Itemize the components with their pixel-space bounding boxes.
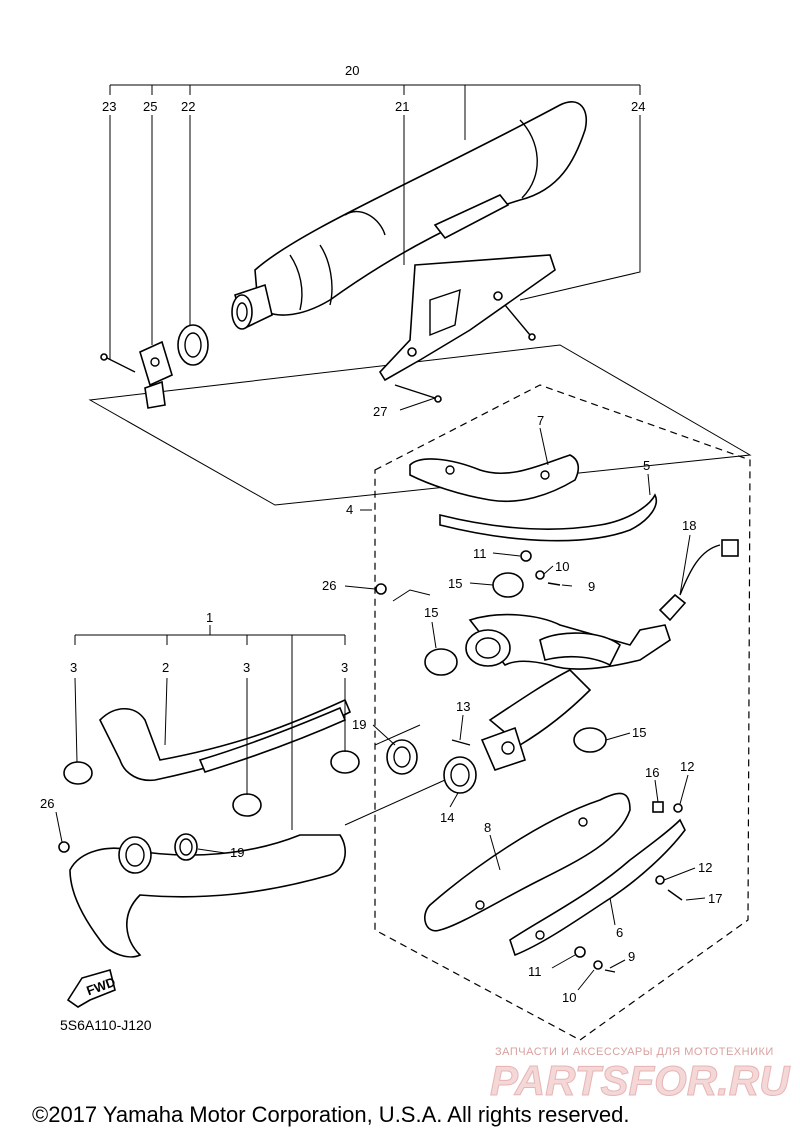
callout-14: 14	[440, 810, 454, 825]
callout-5: 5	[643, 458, 650, 473]
watermark-tagline: ЗАПЧАСТИ И АКСЕССУАРЫ ДЛЯ МОТОТЕХНИКИ	[495, 1046, 774, 1058]
callout-17: 17	[708, 891, 722, 906]
callout-16: 16	[645, 765, 659, 780]
callout-20: 20	[345, 63, 359, 78]
callout-26-upper: 26	[322, 578, 336, 593]
watermark-brand: PARTSFOR.RU	[490, 1057, 791, 1104]
callout-26-lower: 26	[40, 796, 54, 811]
callout-15-c: 15	[632, 725, 646, 740]
callout-19-lower: 19	[230, 845, 244, 860]
callout-23: 23	[102, 99, 116, 114]
callout-1: 1	[206, 610, 213, 625]
copyright-notice: ©2017 Yamaha Motor Corporation, U.S.A. A…	[32, 1102, 629, 1127]
callout-19-upper: 19	[352, 717, 366, 732]
callout-11-lower: 11	[528, 964, 542, 979]
callout-6: 6	[616, 925, 623, 940]
exhaust-pipe-1-assembly	[58, 698, 418, 958]
fwd-arrow	[66, 969, 116, 1008]
callout-11-upper: 11	[473, 546, 487, 561]
callout-27: 27	[373, 404, 387, 419]
exhaust-pipe-2-assembly	[374, 384, 751, 1041]
callout-10-lower: 10	[562, 990, 576, 1005]
callout-8: 8	[484, 820, 491, 835]
callout-13: 13	[456, 699, 470, 714]
callout-12-lower: 12	[698, 860, 712, 875]
leader-lines	[55, 84, 706, 991]
callout-3-b: 3	[243, 660, 250, 675]
muffler-assembly	[88, 101, 752, 506]
callout-numbers: 20 23 25 22 21 24 27 7 5 4 18 11 10 9 26…	[40, 63, 722, 1005]
callout-12-upper: 12	[680, 759, 694, 774]
diagram-code: 5S6A110-J120	[60, 1017, 152, 1033]
callout-15-a: 15	[448, 576, 462, 591]
callout-4: 4	[346, 502, 353, 517]
callout-15-b: 15	[424, 605, 438, 620]
callout-18: 18	[682, 518, 696, 533]
callout-3-a: 3	[70, 660, 77, 675]
callout-9-lower: 9	[628, 949, 635, 964]
callout-25: 25	[143, 99, 157, 114]
callout-10-upper: 10	[555, 559, 569, 574]
callout-22: 22	[181, 99, 195, 114]
callout-24: 24	[631, 99, 645, 114]
callout-2: 2	[162, 660, 169, 675]
callout-21: 21	[395, 99, 409, 114]
callout-3-c: 3	[341, 660, 348, 675]
callout-9-upper: 9	[588, 579, 595, 594]
callout-7: 7	[537, 413, 544, 428]
